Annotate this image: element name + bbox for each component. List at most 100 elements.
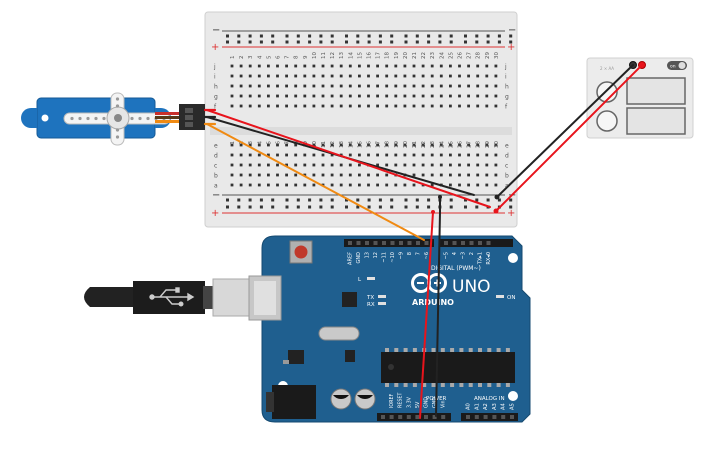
rail-hole[interactable] [259, 205, 263, 209]
terminal-hole[interactable] [467, 84, 470, 88]
terminal-hole[interactable] [430, 104, 434, 108]
rail-hole[interactable] [330, 34, 334, 38]
terminal-hole[interactable] [230, 94, 234, 98]
terminal-hole[interactable] [458, 74, 461, 78]
rail-hole[interactable] [427, 34, 431, 38]
rail-hole[interactable] [285, 205, 289, 209]
rail-hole[interactable] [345, 205, 348, 209]
terminal-hole[interactable] [385, 94, 389, 98]
terminal-hole[interactable] [339, 104, 343, 108]
rail-hole[interactable] [464, 40, 467, 44]
terminal-hole[interactable] [421, 163, 425, 167]
power-pin-hole[interactable] [415, 415, 420, 419]
rail-hole[interactable] [319, 34, 323, 38]
rail-hole[interactable] [378, 205, 382, 209]
terminal-hole[interactable] [348, 143, 352, 147]
terminal-hole[interactable] [257, 173, 261, 177]
terminal-hole[interactable] [421, 143, 425, 147]
rail-hole[interactable] [415, 205, 419, 209]
terminal-hole[interactable] [239, 104, 243, 108]
terminal-hole[interactable] [330, 74, 334, 78]
rail-hole[interactable] [319, 205, 323, 209]
terminal-hole[interactable] [330, 173, 334, 177]
terminal-hole[interactable] [358, 64, 361, 68]
rail-hole[interactable] [427, 40, 431, 44]
rail-hole[interactable] [415, 34, 419, 38]
terminal-hole[interactable] [412, 153, 416, 157]
terminal-hole[interactable] [430, 143, 434, 147]
terminal-hole[interactable] [285, 153, 288, 157]
terminal-hole[interactable] [330, 143, 334, 147]
terminal-hole[interactable] [348, 94, 352, 98]
terminal-hole[interactable] [485, 64, 489, 68]
terminal-hole[interactable] [358, 94, 361, 98]
terminal-hole[interactable] [267, 64, 270, 68]
digital-pin-hole[interactable] [373, 241, 378, 245]
power-pin-hole[interactable] [441, 415, 446, 419]
terminal-hole[interactable] [239, 173, 243, 177]
terminal-hole[interactable] [312, 173, 316, 177]
terminal-hole[interactable] [294, 163, 298, 167]
terminal-hole[interactable] [476, 183, 480, 187]
terminal-hole[interactable] [303, 173, 307, 177]
terminal-hole[interactable] [394, 94, 398, 98]
terminal-hole[interactable] [294, 143, 298, 147]
terminal-hole[interactable] [358, 183, 361, 187]
terminal-hole[interactable] [339, 143, 343, 147]
terminal-hole[interactable] [285, 173, 288, 177]
terminal-hole[interactable] [239, 163, 243, 167]
rail-hole[interactable] [509, 34, 513, 38]
terminal-hole[interactable] [449, 74, 452, 78]
terminal-hole[interactable] [239, 153, 243, 157]
terminal-hole[interactable] [348, 74, 352, 78]
terminal-hole[interactable] [476, 143, 480, 147]
rail-hole[interactable] [449, 198, 453, 202]
rail-hole[interactable] [308, 198, 312, 202]
power-pin-hole[interactable] [406, 415, 411, 419]
terminal-hole[interactable] [421, 153, 425, 157]
rail-hole[interactable] [475, 205, 479, 209]
rail-hole[interactable] [259, 198, 263, 202]
terminal-hole[interactable] [348, 153, 352, 157]
terminal-hole[interactable] [239, 143, 243, 147]
terminal-hole[interactable] [385, 183, 389, 187]
terminal-hole[interactable] [421, 84, 425, 88]
rail-hole[interactable] [226, 205, 229, 209]
rail-hole[interactable] [378, 40, 382, 44]
rail-hole[interactable] [378, 34, 382, 38]
analog-pin-hole[interactable] [474, 415, 479, 419]
terminal-hole[interactable] [439, 173, 443, 177]
terminal-hole[interactable] [439, 104, 443, 108]
terminal-hole[interactable] [330, 104, 334, 108]
rail-hole[interactable] [285, 34, 289, 38]
wire-battery-positive[interactable] [495, 64, 643, 212]
rail-hole[interactable] [308, 205, 312, 209]
terminal-hole[interactable] [485, 163, 489, 167]
battery-pack[interactable]: 2 × AA on [586, 57, 694, 139]
terminal-hole[interactable] [421, 64, 425, 68]
rail-hole[interactable] [330, 40, 334, 44]
terminal-hole[interactable] [385, 84, 389, 88]
rail-hole[interactable] [427, 205, 431, 209]
terminal-hole[interactable] [230, 153, 234, 157]
terminal-hole[interactable] [467, 74, 470, 78]
terminal-hole[interactable] [485, 173, 489, 177]
terminal-hole[interactable] [276, 183, 279, 187]
terminal-hole[interactable] [358, 84, 361, 88]
terminal-hole[interactable] [412, 143, 416, 147]
terminal-hole[interactable] [230, 163, 234, 167]
terminal-hole[interactable] [276, 153, 279, 157]
terminal-hole[interactable] [294, 64, 298, 68]
rail-hole[interactable] [308, 34, 312, 38]
terminal-hole[interactable] [339, 163, 343, 167]
terminal-hole[interactable] [285, 163, 288, 167]
terminal-hole[interactable] [485, 143, 489, 147]
terminal-hole[interactable] [439, 84, 443, 88]
rail-hole[interactable] [345, 34, 348, 38]
terminal-hole[interactable] [403, 104, 407, 108]
rail-hole[interactable] [509, 40, 513, 44]
terminal-hole[interactable] [467, 104, 470, 108]
terminal-hole[interactable] [467, 183, 470, 187]
terminal-hole[interactable] [421, 94, 425, 98]
terminal-hole[interactable] [348, 183, 352, 187]
